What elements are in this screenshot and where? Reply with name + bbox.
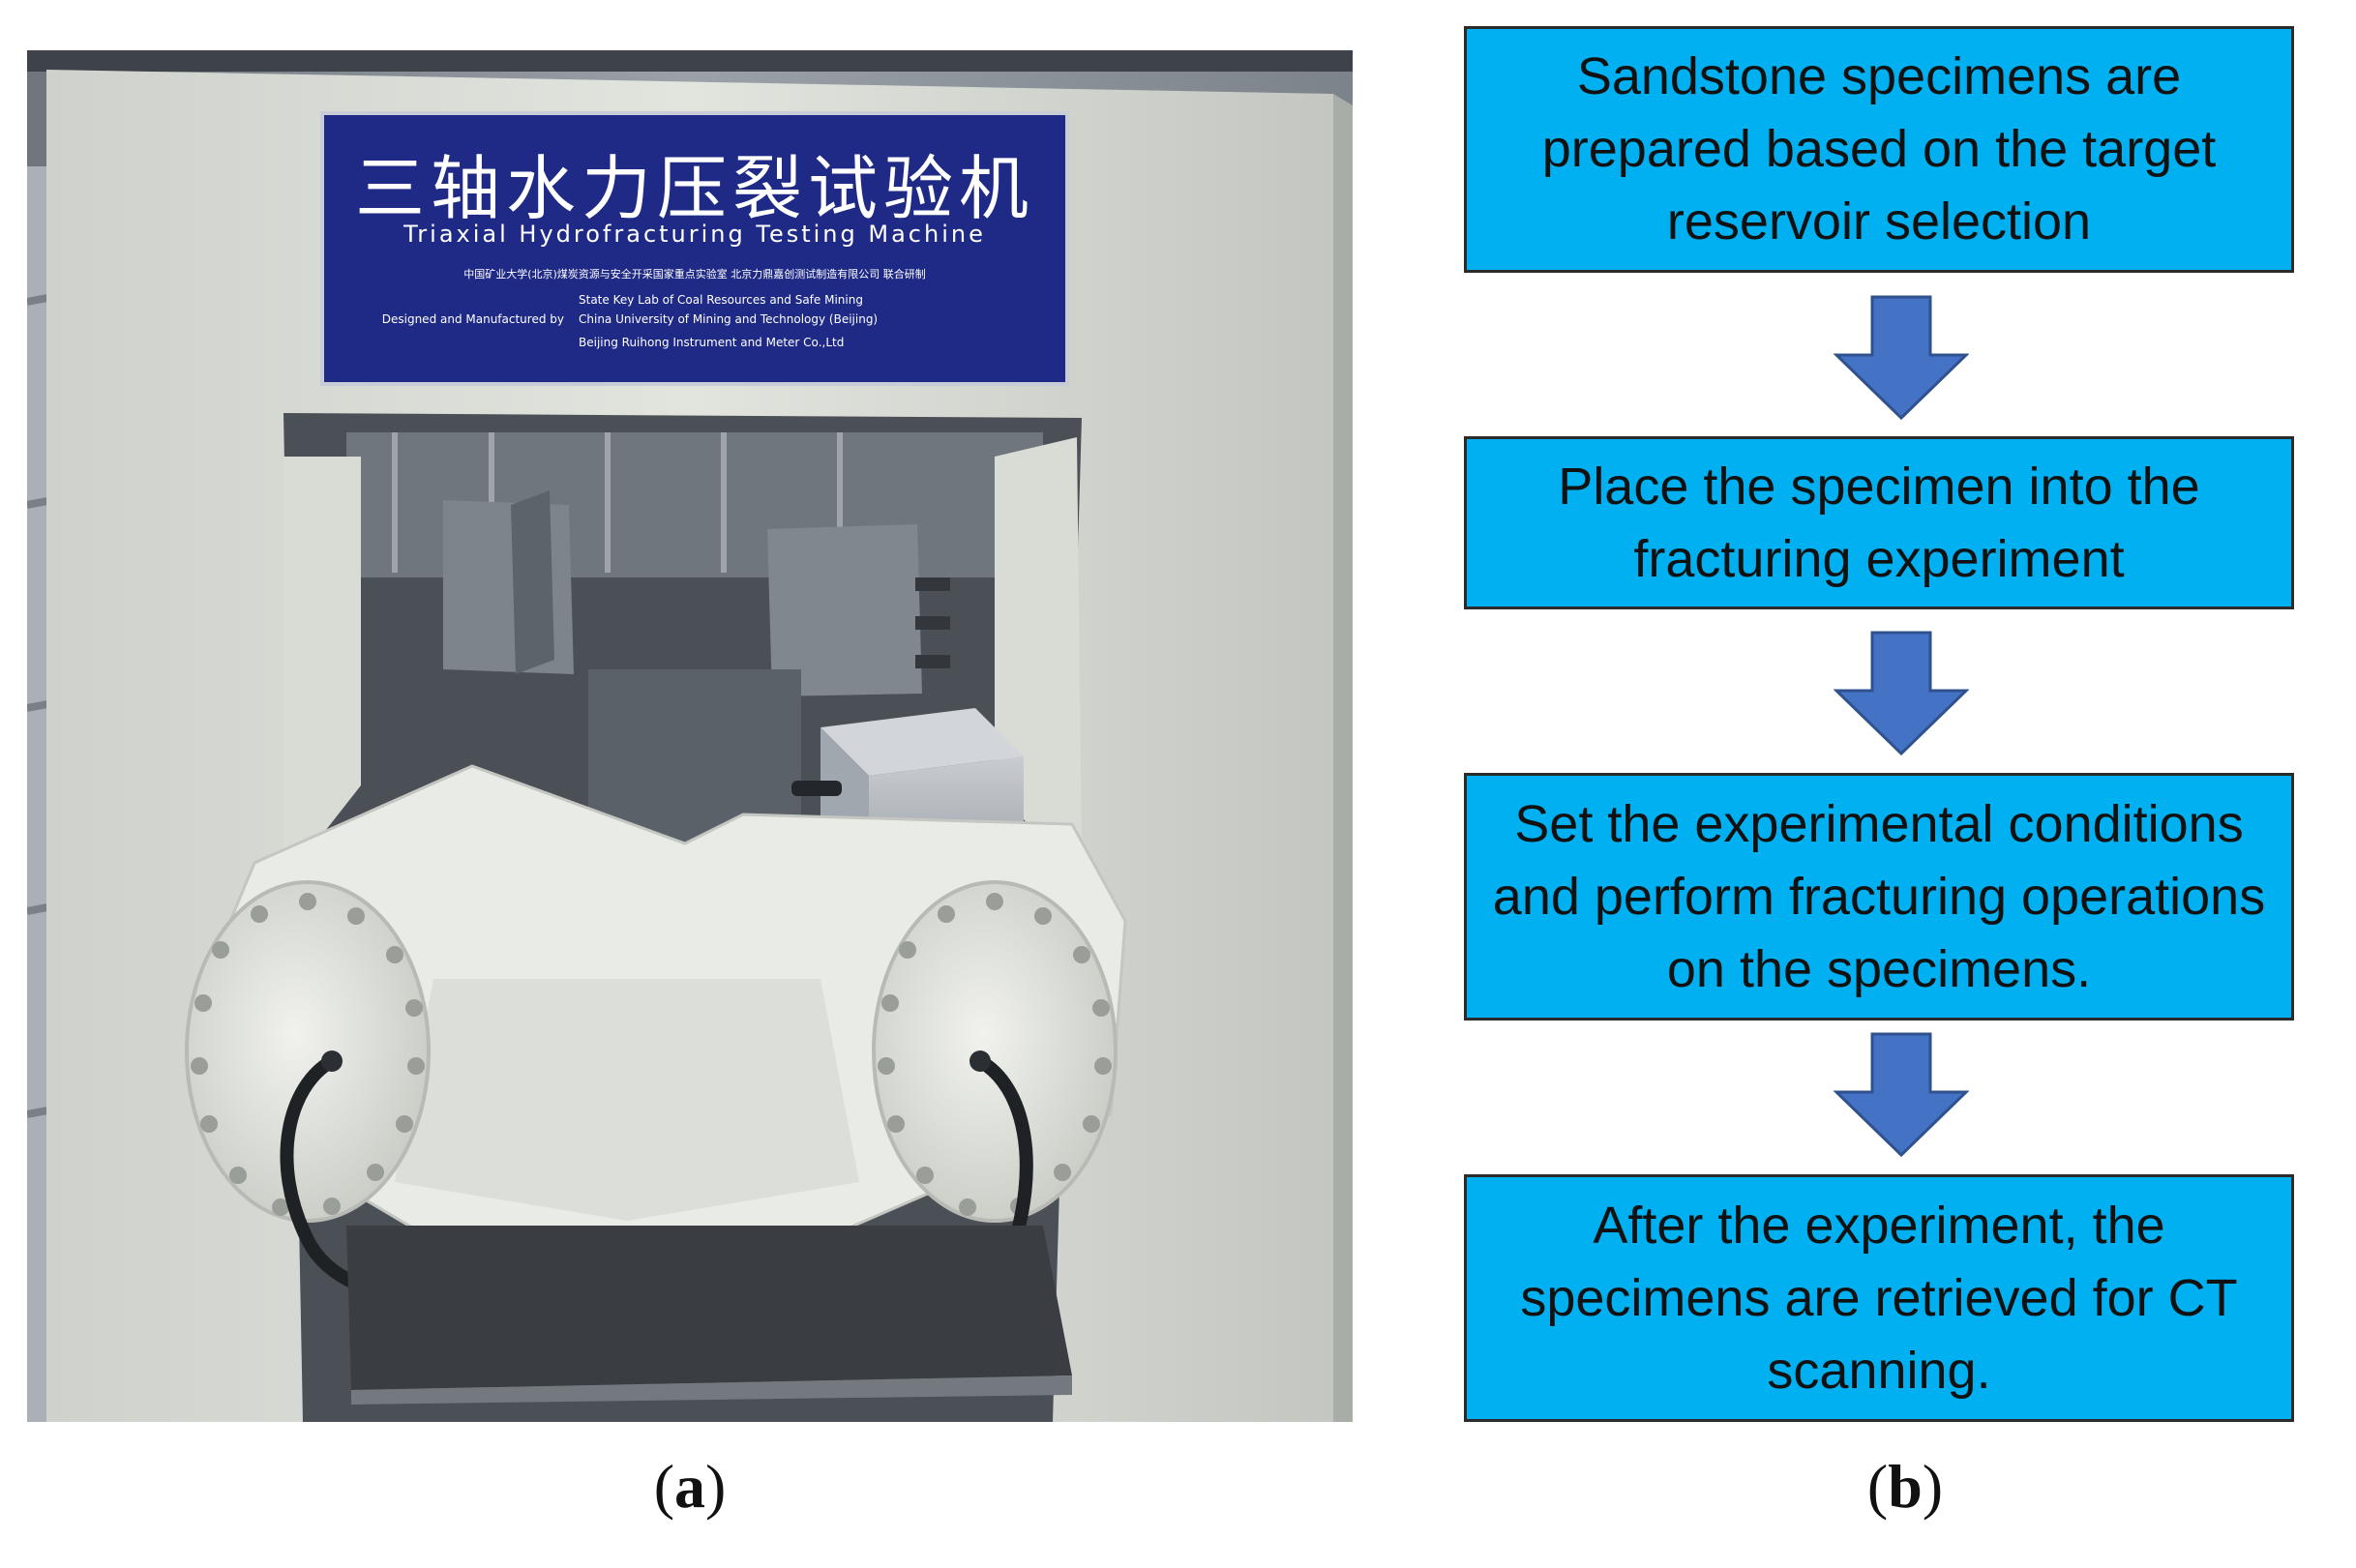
flow-step-4: After the experiment, the specimens are … <box>1464 1174 2294 1422</box>
flow-step-4-text: After the experiment, the specimens are … <box>1520 1196 2238 1400</box>
caption-b: (b) <box>1837 1456 1973 1518</box>
plate-credit-1: State Key Lab of Coal Resources and Safe… <box>579 293 863 307</box>
caption-b-letter: b <box>1888 1452 1923 1521</box>
machine-photo: 三轴水力压裂试验机 Triaxial Hydrofracturing Testi… <box>27 50 1353 1422</box>
plate-title-en: Triaxial Hydrofracturing Testing Machine <box>403 221 986 248</box>
caption-a-letter: a <box>674 1452 705 1521</box>
caption-a-close: ) <box>705 1452 727 1521</box>
down-arrow-icon <box>1834 631 1969 756</box>
plate-credit-3: Beijing Ruihong Instrument and Meter Co.… <box>579 336 844 349</box>
plate-credit-label: Designed and Manufactured by <box>382 312 564 326</box>
caption-a-open: ( <box>653 1452 674 1521</box>
flow-step-1: Sandstone specimens are prepared based o… <box>1464 26 2294 273</box>
plate-title-cn: 三轴水力压裂试验机 <box>355 148 1034 229</box>
flow-step-1-text: Sandstone specimens are prepared based o… <box>1541 47 2217 251</box>
caption-b-close: ) <box>1922 1452 1944 1521</box>
flow-step-3-text: Set the experimental conditions and perf… <box>1492 794 2266 998</box>
flow-step-3: Set the experimental conditions and perf… <box>1464 773 2294 1021</box>
caption-b-open: ( <box>1866 1452 1889 1521</box>
down-arrow-icon <box>1834 1032 1969 1158</box>
flow-step-2: Place the specimen into the fracturing e… <box>1464 436 2294 609</box>
name-plate: 三轴水力压裂试验机 Triaxial Hydrofracturing Testi… <box>320 111 1069 386</box>
caption-a: (a) <box>622 1456 758 1518</box>
flow-step-2-text: Place the specimen into the fracturing e… <box>1558 457 2200 588</box>
down-arrow-icon <box>1834 295 1969 421</box>
plate-line-cn: 中国矿业大学(北京)煤炭资源与安全开采国家重点实验室 北京力鼎嘉创测试制造有限公… <box>463 267 926 281</box>
plate-credit-2: China University of Mining and Technolog… <box>579 312 878 326</box>
